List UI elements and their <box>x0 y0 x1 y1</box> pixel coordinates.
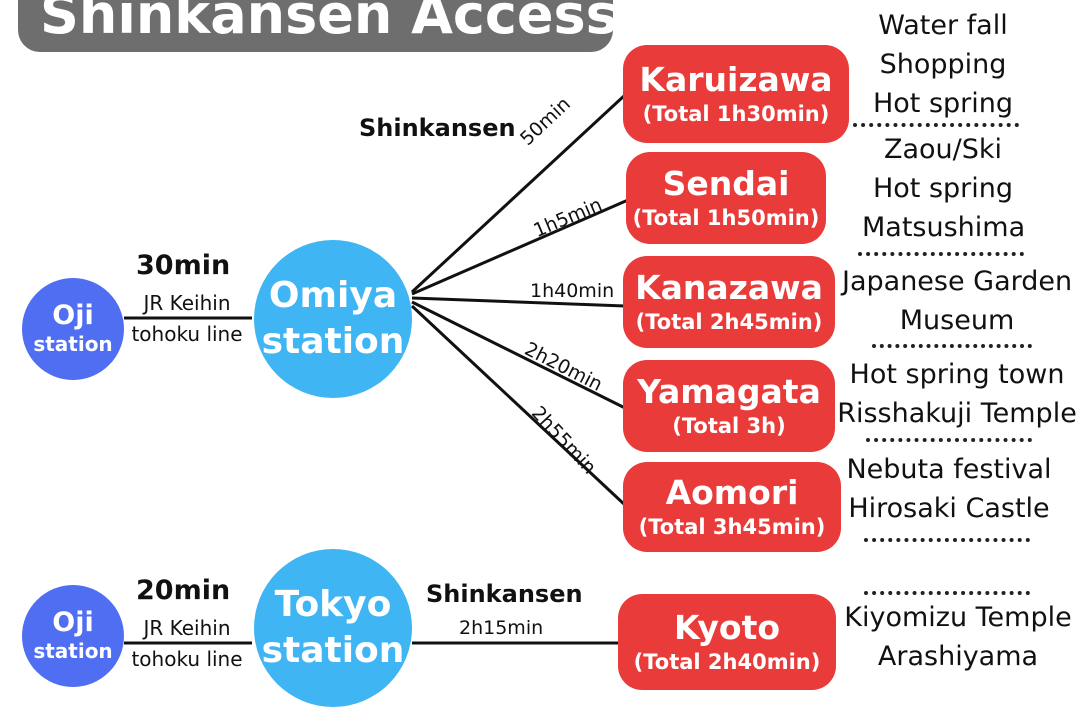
branch-karuizawa <box>410 93 627 294</box>
divider <box>866 438 1032 442</box>
info-line: Kiyomizu Temple <box>844 602 1072 633</box>
info-line: Hot spring <box>872 88 1014 119</box>
divider <box>872 344 1032 348</box>
hub-suffix: station <box>261 630 405 671</box>
info-line: Risshakuji Temple <box>837 398 1077 429</box>
info-line: Water fall <box>878 10 1008 41</box>
hub-name: Omiya <box>268 275 398 316</box>
origin-name: Oji <box>52 300 94 331</box>
destination-name: Yamagata <box>637 372 821 411</box>
shinkansen-label-1: Shinkansen <box>359 114 516 142</box>
info-aomori: Nebuta festival Hirosaki Castle <box>846 450 1052 528</box>
destination-total: (Total 3h) <box>672 414 786 438</box>
page-title: Shinkansen Access <box>18 0 613 52</box>
destination-total: (Total 1h50min) <box>632 206 820 230</box>
info-kanazawa: Japanese Garden Museum <box>842 262 1072 340</box>
info-yamagata: Hot spring town Risshakuji Temple <box>836 355 1078 433</box>
origin-suffix: station <box>33 639 113 663</box>
branch-kanazawa <box>411 296 626 308</box>
divider <box>853 123 1019 127</box>
info-line: Zaou/Ski <box>883 134 1003 165</box>
hub-station-omiya: Omiya station <box>254 240 412 398</box>
hub-name: Tokyo <box>274 584 392 625</box>
local-line-label-2: JR Keihin tohoku line <box>124 613 250 675</box>
local-line-label-1: JR Keihin tohoku line <box>124 288 250 350</box>
origin-station-oji-1: Oji station <box>22 278 124 380</box>
hub-station-tokyo: Tokyo station <box>254 549 412 707</box>
info-line: Museum <box>899 305 1015 336</box>
branch-yamagata <box>411 300 626 410</box>
destination-total: (Total 2h40min) <box>633 650 821 674</box>
divider <box>864 538 1030 542</box>
destination-total: (Total 2h45min) <box>635 310 823 334</box>
info-line: Hot spring <box>872 173 1014 204</box>
destination-sendai: Sendai (Total 1h50min) <box>626 152 826 244</box>
info-sendai: Zaou/Ski Hot spring Matsushima <box>862 130 1026 247</box>
divider <box>858 252 1024 256</box>
destination-name: Sendai <box>662 164 790 203</box>
info-line: Arashiyama <box>877 641 1039 672</box>
local-line-suffix: tohoku line <box>131 322 243 346</box>
divider <box>864 591 1030 595</box>
local-line-name: JR Keihin <box>143 291 231 315</box>
destination-kanazawa: Kanazawa (Total 2h45min) <box>623 256 835 348</box>
destination-name: Kyoto <box>673 608 781 647</box>
info-kyoto: Kiyomizu Temple Arashiyama <box>842 598 1074 676</box>
segment-label-kyoto: 2h15min <box>459 617 544 639</box>
destination-name: Kanazawa <box>635 268 823 307</box>
destination-yamagata: Yamagata (Total 3h) <box>623 360 835 452</box>
info-line: Hot spring town <box>849 359 1065 390</box>
destination-kyoto: Kyoto (Total 2h40min) <box>618 594 836 690</box>
destination-name: Karuizawa <box>639 60 833 99</box>
destination-total: (Total 1h30min) <box>642 102 830 126</box>
origin-name: Oji <box>52 607 94 638</box>
info-line: Hirosaki Castle <box>848 493 1050 524</box>
info-line: Nebuta festival <box>846 454 1052 485</box>
info-line: Japanese Garden <box>842 266 1073 297</box>
local-time-2: 20min <box>136 575 231 606</box>
local-line-name: JR Keihin <box>143 616 231 640</box>
shinkansen-label-2: Shinkansen <box>426 580 583 608</box>
destination-name: Aomori <box>665 473 799 512</box>
info-line: Matsushima <box>862 212 1026 243</box>
destination-aomori: Aomori (Total 3h45min) <box>623 462 841 552</box>
destination-total: (Total 3h45min) <box>638 515 826 539</box>
destination-karuizawa: Karuizawa (Total 1h30min) <box>623 45 849 143</box>
origin-station-oji-2: Oji station <box>22 585 124 687</box>
segment-label-kanazawa: 1h40min <box>530 280 615 302</box>
hub-suffix: station <box>261 321 405 362</box>
origin-suffix: station <box>33 332 113 356</box>
branch-aomori <box>410 304 627 507</box>
local-line-suffix: tohoku line <box>131 647 243 671</box>
info-line: Shopping <box>879 49 1007 80</box>
local-time-1: 30min <box>136 250 231 281</box>
info-karuizawa: Water fall Shopping Hot spring <box>868 6 1018 123</box>
branch-sendai <box>411 198 629 296</box>
